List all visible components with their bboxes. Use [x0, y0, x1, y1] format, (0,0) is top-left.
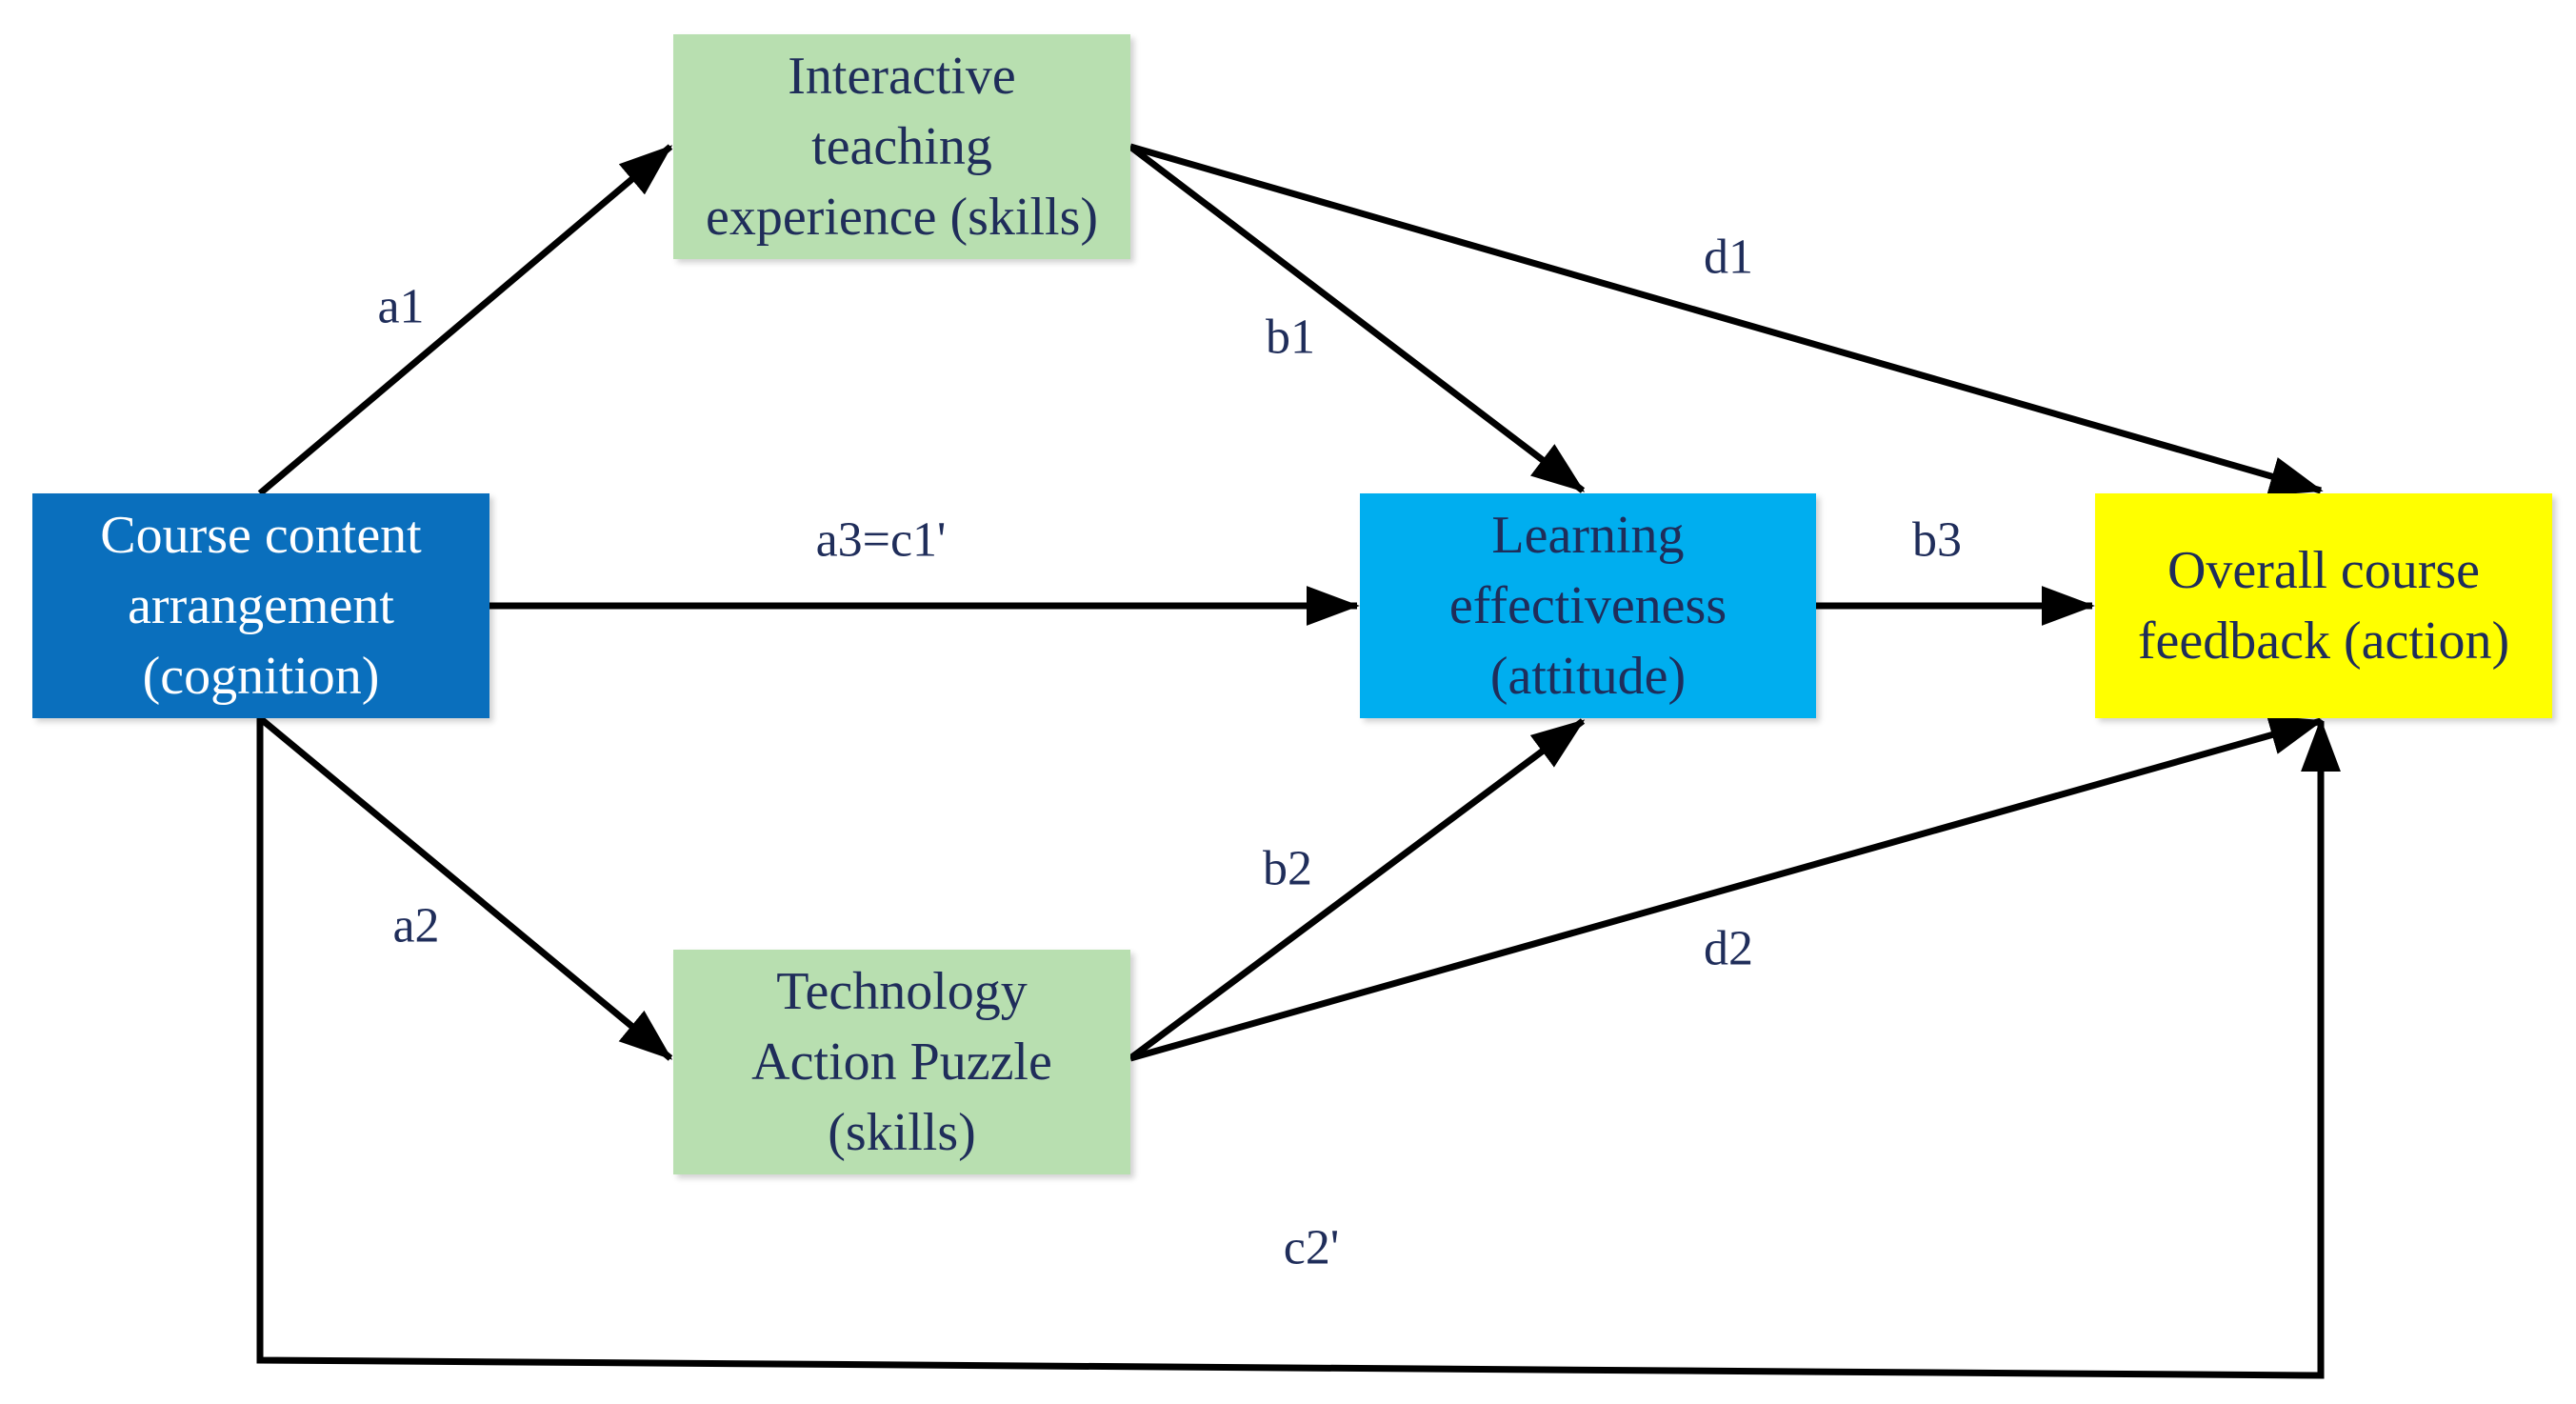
path-label-c2: c2'	[1283, 1220, 1340, 1275]
arrow-a1	[257, 144, 673, 496]
node-technology-puzzle-text: Technology Action Puzzle (skills)	[751, 956, 1052, 1168]
node-course-content-text: Course content arrangement (cognition)	[100, 500, 421, 712]
arrow-b2	[1128, 718, 1586, 1061]
node-line: effectiveness	[1448, 576, 1727, 635]
path-label-a2: a2	[392, 898, 440, 953]
path-label-d2: d2	[1704, 921, 1753, 976]
node-course-content-arrangement: Course content arrangement (cognition)	[32, 493, 489, 718]
node-overall-course-feedback: Overall course feedback (action)	[2095, 493, 2552, 718]
node-interactive-teaching-experience: Interactive teaching experience (skills)	[673, 34, 1130, 259]
node-line: Learning	[1491, 506, 1685, 565]
node-line: Technology	[776, 962, 1028, 1021]
node-line: (cognition)	[142, 647, 380, 706]
node-overall-feedback-text: Overall course feedback (action)	[2138, 535, 2509, 676]
node-learning-effectiveness-text: Learning effectiveness (attitude)	[1449, 500, 1727, 712]
node-learning-effectiveness: Learning effectiveness (attitude)	[1360, 493, 1816, 718]
node-line: feedback (action)	[2137, 612, 2510, 671]
node-line: teaching	[811, 117, 992, 176]
arrow-c2	[256, 718, 2341, 1379]
path-label-d1: d1	[1704, 230, 1753, 285]
node-interactive-teaching-text: Interactive teaching experience (skills)	[706, 41, 1098, 252]
arrow-d1	[1129, 143, 2324, 496]
node-line: Interactive	[788, 47, 1016, 106]
path-label-b3: b3	[1912, 512, 1962, 568]
path-label-a1: a1	[377, 279, 425, 334]
node-line: arrangement	[128, 576, 394, 635]
arrow-d2	[1129, 715, 2324, 1062]
node-technology-action-puzzle: Technology Action Puzzle (skills)	[673, 950, 1130, 1174]
path-label-a3: a3=c1'	[815, 512, 947, 568]
node-line: (skills)	[828, 1103, 976, 1162]
arrow-a2	[257, 715, 673, 1061]
arrow-b1	[1128, 144, 1586, 493]
node-line: (attitude)	[1489, 647, 1687, 706]
node-line: Course content	[100, 506, 422, 565]
node-line: experience (skills)	[705, 188, 1099, 247]
node-line: Overall course	[2167, 541, 2481, 600]
node-line: Action Puzzle	[751, 1033, 1052, 1092]
path-label-b1: b1	[1266, 310, 1315, 365]
path-label-b2: b2	[1263, 841, 1312, 896]
